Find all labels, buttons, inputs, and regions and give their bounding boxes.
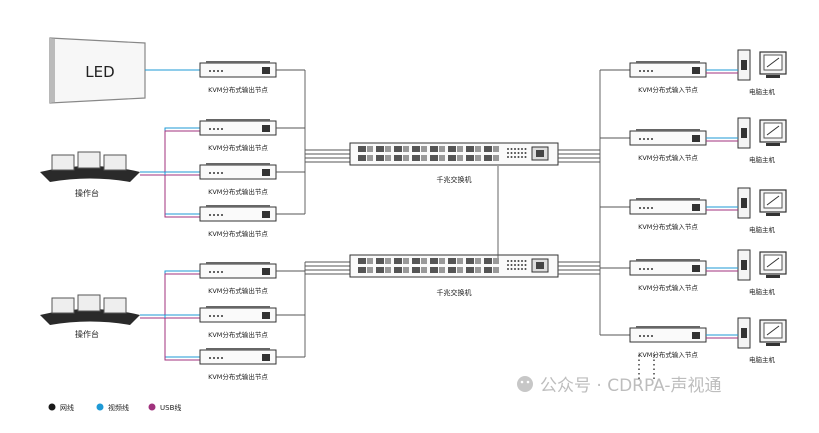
console-lower-label: 操作台 xyxy=(75,329,99,339)
switch-port xyxy=(430,258,438,264)
input-node-4: KVM分布式输入节点 xyxy=(629,259,707,292)
led-screen: LED xyxy=(49,37,146,104)
output-node-1-label: KVM分布式输出节点 xyxy=(208,85,268,94)
switch-port xyxy=(466,146,474,152)
output-node-3: KVM分布式输出节点 xyxy=(199,163,277,196)
gigabit-switch-upper xyxy=(349,142,559,166)
gigabit-switch-lower xyxy=(349,254,559,278)
switch-port xyxy=(484,267,492,273)
switch-upper-label: 千兆交换机 xyxy=(437,175,472,184)
host-label: 电脑主机 xyxy=(749,287,776,296)
led-label: LED xyxy=(85,63,114,81)
input-node-3-label: KVM分布式输入节点 xyxy=(638,222,698,231)
output-node-3-label: KVM分布式输出节点 xyxy=(208,187,268,196)
input-nodes: KVM分布式输入节点 KVM分布式输入节点 KVM分布式输入节点 KVM分布式输入节点… xyxy=(629,61,707,359)
switch-port xyxy=(412,267,420,273)
switch-port xyxy=(394,258,402,264)
computer-host-4: 电脑主机 xyxy=(737,249,787,296)
input-node-1-label: KVM分布式输入节点 xyxy=(638,85,698,94)
input-node-2-label: KVM分布式输入节点 xyxy=(638,153,698,162)
legend-network-label: 网线 xyxy=(60,403,74,412)
output-node-5-label: KVM分布式输出节点 xyxy=(208,286,268,295)
switch-port xyxy=(448,258,456,264)
switch-port xyxy=(394,267,402,273)
output-node-6-label: KVM分布式输出节点 xyxy=(208,330,268,339)
input-node-3: KVM分布式输入节点 xyxy=(629,198,707,231)
switch-lower-label: 千兆交换机 xyxy=(437,288,472,297)
network-trunk-right xyxy=(558,69,630,336)
switch-port xyxy=(430,146,438,152)
output-node-7-label: KVM分布式输出节点 xyxy=(208,372,268,381)
switch-port xyxy=(376,267,384,273)
console-upper: 操作台 xyxy=(40,151,140,198)
switch-port xyxy=(448,146,456,152)
output-node-1: KVM分布式输出节点 xyxy=(199,61,277,94)
switch-port xyxy=(448,267,456,273)
switch-port xyxy=(394,146,402,152)
switch-port xyxy=(358,155,366,161)
input-node-5: KVM分布式输入节点 xyxy=(629,326,707,359)
output-node-6: KVM分布式输出节点 xyxy=(199,306,277,339)
switch-port xyxy=(358,267,366,273)
switch-port xyxy=(394,155,402,161)
console-lower: 操作台 xyxy=(40,294,140,339)
computer-host-5: 电脑主机 xyxy=(737,317,787,364)
switch-port xyxy=(376,146,384,152)
legend-usb-swatch xyxy=(148,403,156,411)
switch-port xyxy=(466,267,474,273)
switch-port xyxy=(430,267,438,273)
switch-port xyxy=(466,155,474,161)
output-node-7: KVM分布式输出节点 xyxy=(199,348,277,381)
legend: 网线 视频线 USB线 xyxy=(48,403,181,412)
network-trunk-left xyxy=(276,69,350,358)
computer-host-1: 电脑主机 xyxy=(737,49,787,96)
host-label: 电脑主机 xyxy=(749,87,776,96)
switch-port xyxy=(412,155,420,161)
switch-port xyxy=(448,155,456,161)
legend-usb-label: USB线 xyxy=(160,403,181,412)
watermark-text: 公众号 · CDRPA-声视通 xyxy=(540,376,722,396)
switch-port xyxy=(484,155,492,161)
output-node-2: KVM分布式输出节点 xyxy=(199,119,277,152)
output-node-4-label: KVM分布式输出节点 xyxy=(208,229,268,238)
switch-port xyxy=(466,258,474,264)
switch-port xyxy=(412,146,420,152)
output-node-5: KVM分布式输出节点 xyxy=(199,262,277,295)
legend-video-label: 视频线 xyxy=(108,403,129,412)
switch-port xyxy=(358,146,366,152)
output-node-4: KVM分布式输出节点 xyxy=(199,205,277,238)
legend-network-swatch xyxy=(48,403,56,411)
switch-port xyxy=(376,258,384,264)
computer-host-2: 电脑主机 xyxy=(737,117,787,164)
switch-port xyxy=(484,146,492,152)
input-node-2: KVM分布式输入节点 xyxy=(629,129,707,162)
switch-port xyxy=(430,155,438,161)
wechat-icon xyxy=(517,376,533,392)
switch-port xyxy=(412,258,420,264)
host-label: 电脑主机 xyxy=(749,225,776,234)
console-upper-label: 操作台 xyxy=(75,188,99,198)
switch-port xyxy=(484,258,492,264)
host-label: 电脑主机 xyxy=(749,155,776,164)
device-cables xyxy=(140,69,200,361)
input-node-5-label: KVM分布式输入节点 xyxy=(638,350,698,359)
output-node-2-label: KVM分布式输出节点 xyxy=(208,143,268,152)
output-nodes: KVM分布式输出节点 KVM分布式输出节点 KVM分布式输出节点 KVM分布式输出节点… xyxy=(199,61,277,381)
watermark: 公众号 · CDRPA-声视通 xyxy=(517,376,722,396)
switch-port xyxy=(376,155,384,161)
input-node-1: KVM分布式输入节点 xyxy=(629,61,707,94)
input-node-4-label: KVM分布式输入节点 xyxy=(638,283,698,292)
computer-host-3: 电脑主机 xyxy=(737,187,787,234)
legend-video-swatch xyxy=(96,403,104,411)
switch-port xyxy=(358,258,366,264)
host-label: 电脑主机 xyxy=(749,355,776,364)
